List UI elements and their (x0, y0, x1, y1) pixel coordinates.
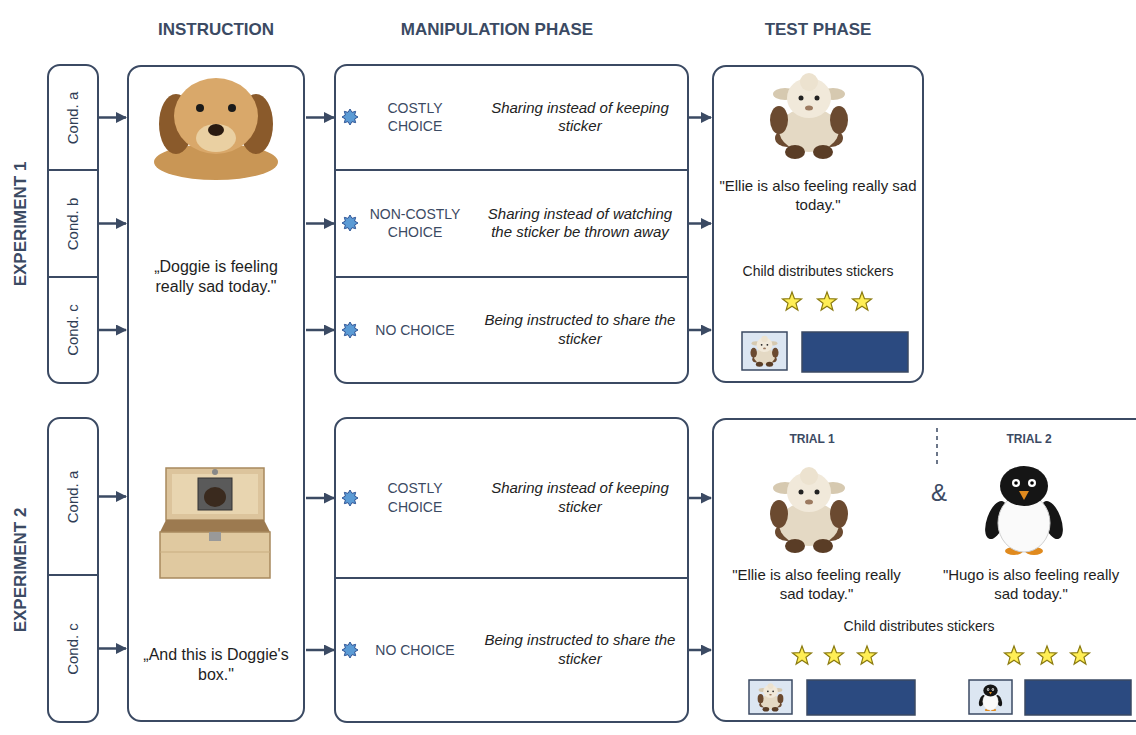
node-text: COSTLY CHOICE (365, 99, 465, 137)
test-figures (742, 73, 908, 372)
arrow-connector (306, 329, 334, 332)
condition-cell: Cond. a (48, 418, 98, 575)
phase-header: MANIPULATION PHASE (401, 20, 593, 40)
node-text: Sharing instead of keeping sticker (480, 479, 680, 517)
wooden-box (160, 468, 270, 578)
arrow-connector (306, 222, 334, 225)
node-text: "Hugo is also feeling really sad today." (936, 566, 1126, 604)
node-text: "Ellie is also feeling really sad today.… (719, 566, 914, 604)
node-text: Being instructed to share the sticker (480, 631, 680, 669)
arrow-connector (689, 222, 711, 225)
node-text: NON-COSTLY CHOICE (365, 205, 465, 243)
manipulation-row: COSTLY CHOICE Sharing instead of keeping … (335, 418, 688, 578)
dog-plush (154, 78, 278, 180)
arrow-connector (689, 649, 711, 652)
arrow-connector (306, 649, 334, 652)
arrow-connector (689, 497, 711, 500)
node-text: NO CHOICE (365, 641, 465, 660)
experiment-label: EXPERIMENT 1 (11, 162, 31, 287)
instruction-box: „Doggie is feeling really sad today." „An… (127, 65, 305, 722)
arrow-connector (689, 329, 711, 332)
arrow-connector (99, 495, 126, 498)
node-text: „Doggie is feeling really sad today." (136, 257, 296, 297)
manipulation-row: NO CHOICE Being instructed to share the s… (335, 578, 688, 722)
condition-cell: Cond. a (48, 65, 98, 170)
node-text: Sharing instead of watching the sticker … (480, 205, 680, 243)
node-text: NO CHOICE (365, 321, 465, 340)
test-box: "Ellie is also feeling really sad today.… (712, 65, 924, 383)
manipulation-row: COSTLY CHOICE Sharing instead of keeping … (335, 65, 688, 170)
arrow-connector (99, 329, 126, 332)
arrow-connector (689, 116, 711, 119)
node-text: TRIAL 2 (959, 432, 1099, 447)
node-text: Child distributes stickers (809, 618, 1029, 636)
experiment-label: EXPERIMENT 2 (11, 508, 31, 633)
arrow-connector (306, 497, 334, 500)
manipulation-frame (335, 65, 688, 722)
node-text: COSTLY CHOICE (365, 479, 465, 517)
node-text: Child distributes stickers (718, 263, 918, 281)
arrow-connector (99, 116, 126, 119)
manipulation-row: NO CHOICE Being instructed to share the s… (335, 277, 688, 383)
arrow-connector (99, 222, 126, 225)
node-text: & (922, 478, 956, 508)
node-text: Cond. b (64, 197, 83, 250)
manipulation-row: NON-COSTLY CHOICE Sharing instead of watc… (335, 170, 688, 277)
phase-header: INSTRUCTION (158, 20, 274, 40)
condition-cell: Cond. c (48, 575, 98, 722)
phase-header: TEST PHASE (765, 20, 872, 40)
node-text: „And this is Doggie's box." (136, 645, 296, 685)
arrow-connector (306, 116, 334, 119)
node-text: "Ellie is also feeling really sad today.… (718, 177, 918, 215)
node-text: Being instructed to share the sticker (480, 311, 680, 349)
node-text: Cond. c (64, 304, 83, 356)
burst-icon (342, 109, 358, 658)
condition-column (48, 65, 98, 722)
test-box: TRIAL 1 TRIAL 2 & "Ellie is also feeling re… (712, 418, 1136, 722)
node-text: Sharing instead of keeping sticker (480, 99, 680, 137)
condition-cell: Cond. c (48, 277, 98, 383)
node-text: Cond. c (64, 623, 83, 675)
node-text: Cond. a (64, 470, 83, 523)
arrow-connector (99, 647, 126, 650)
node-text: TRIAL 1 (742, 432, 882, 447)
condition-cell: Cond. b (48, 170, 98, 277)
node-text: Cond. a (64, 91, 83, 144)
